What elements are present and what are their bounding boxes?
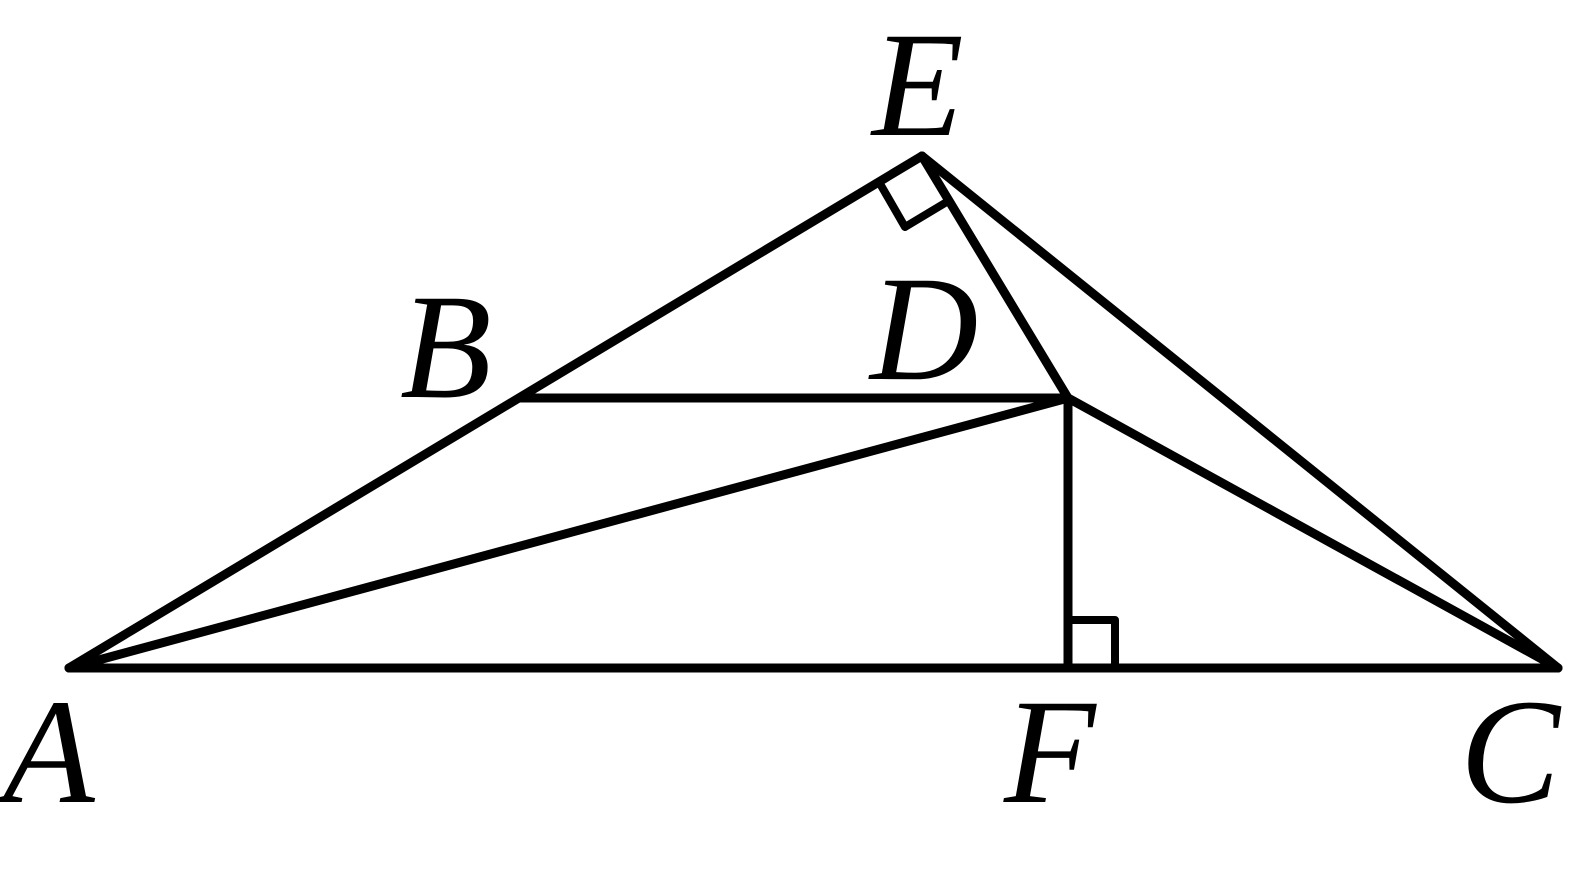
segment-ae [64,151,927,673]
segment-de [917,151,1073,403]
label-point-f: F [1003,669,1097,835]
label-point-e: E [870,2,964,168]
label-point-a: A [0,669,96,835]
segments [64,151,1563,673]
right-angle-marker-f [1064,616,1119,672]
label-point-c: C [1460,669,1562,835]
segment-ad [64,393,1073,673]
right-angle-markers [875,178,1119,672]
segment-ec [917,151,1563,673]
label-point-b: B [400,264,492,430]
label-point-d: D [868,246,978,412]
segment-dc [1063,393,1563,673]
point-labels: E B D A F C [0,2,1562,835]
right-angle-marker-e [875,178,949,231]
